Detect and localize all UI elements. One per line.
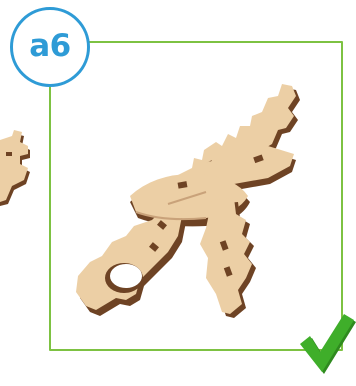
wooden-part-icon bbox=[0, 120, 40, 230]
previous-step-part bbox=[0, 120, 40, 230]
assembled-model bbox=[60, 72, 338, 342]
check-icon bbox=[298, 312, 356, 376]
check-mark bbox=[298, 312, 356, 376]
assembled-model-icon bbox=[60, 72, 338, 342]
step-label: a6 bbox=[29, 28, 71, 64]
